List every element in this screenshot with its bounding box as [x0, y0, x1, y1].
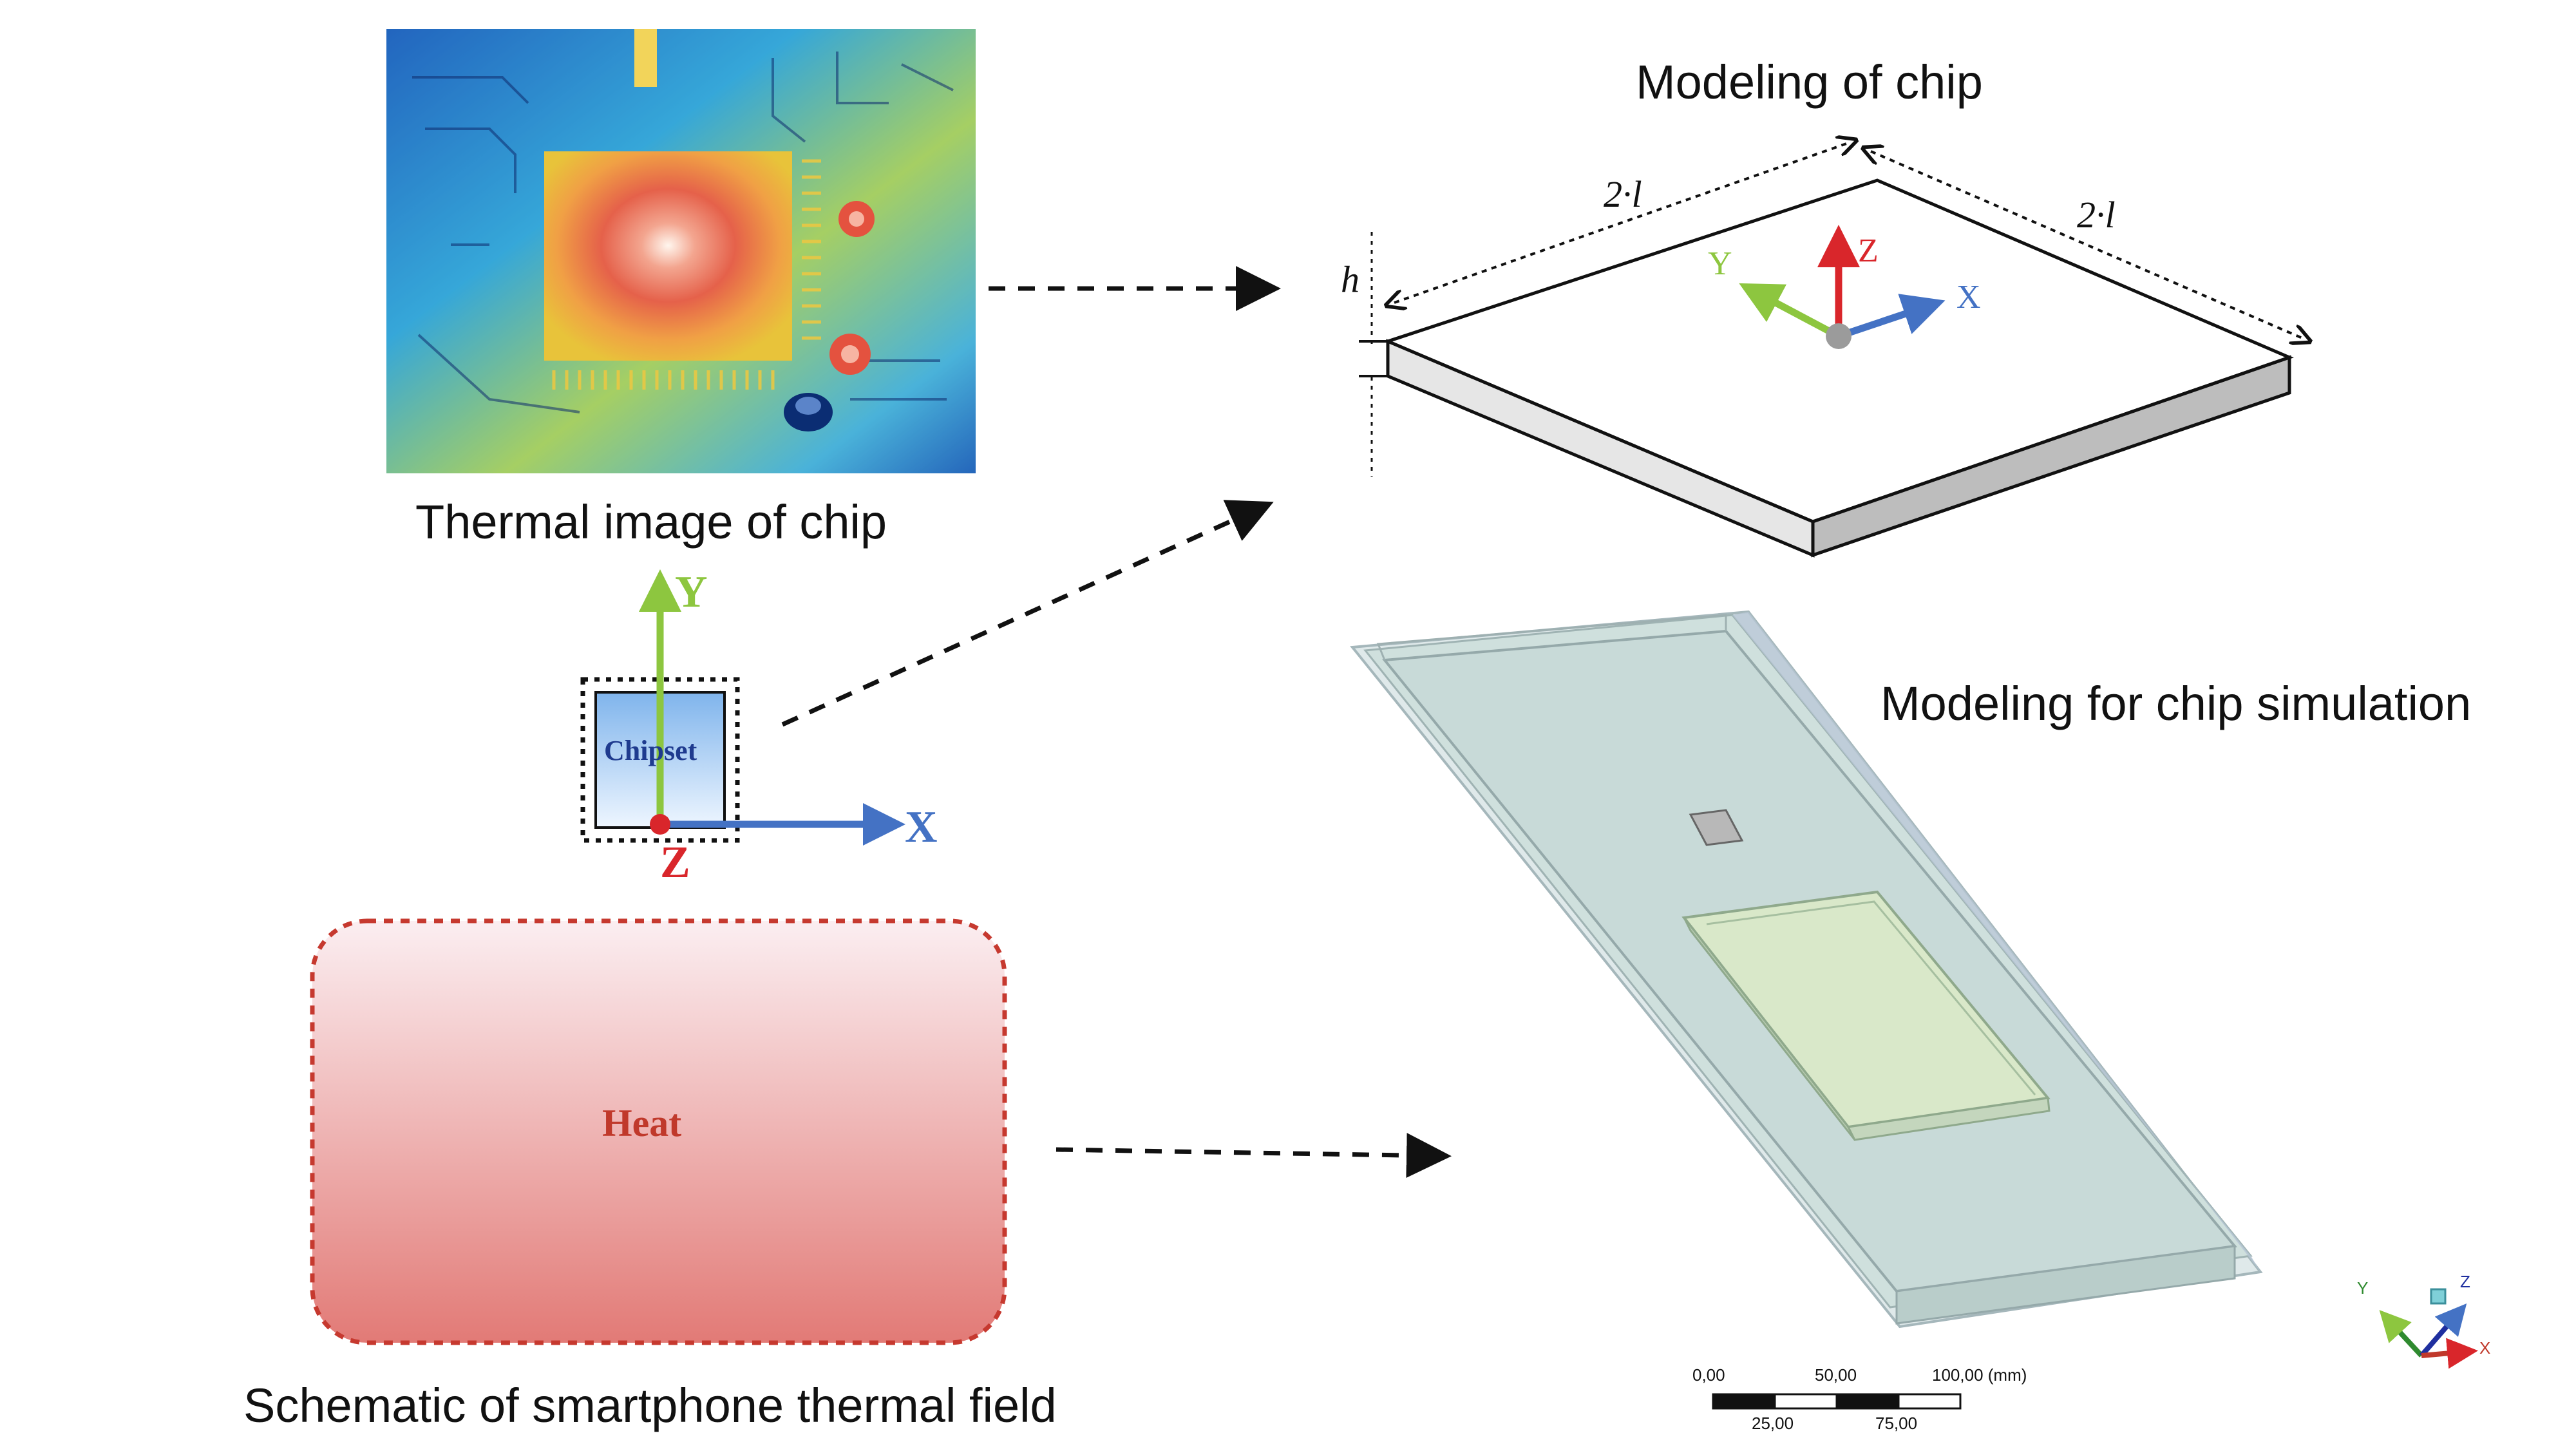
- triad-y-label: Y: [2357, 1278, 2369, 1298]
- chipset-axis-y-label: Y: [675, 567, 708, 617]
- scale-tick-75: 75,00: [1875, 1414, 1918, 1433]
- heat-region: [310, 918, 1007, 1345]
- chipset-label: Chipset: [604, 735, 697, 766]
- chip-model: [1359, 143, 2302, 558]
- chipset-diagram: [580, 569, 905, 846]
- dim-label-left: 2·l: [1604, 173, 1642, 215]
- scale-tick-100: 100,00 (mm): [1932, 1365, 2027, 1385]
- scale-tick-25: 25,00: [1752, 1414, 1794, 1433]
- heat-label: Heat: [602, 1102, 682, 1144]
- coordinate-triad: [2379, 1288, 2478, 1369]
- arrow-heat-to-simulation: [1056, 1133, 1452, 1179]
- dim-label-height: h: [1341, 258, 1359, 300]
- chipset-axis-x-label: X: [905, 802, 938, 852]
- chipset-origin-z: [650, 814, 670, 835]
- chip-axis-y-arrow: [1739, 283, 1841, 339]
- chip-axis-x-label: X: [1956, 279, 1981, 316]
- simulation-model: [1350, 610, 2263, 1329]
- dim-line-right: [1871, 151, 2302, 338]
- triad-z-label: Z: [2460, 1272, 2470, 1291]
- caption-modeling-chip: Modeling of chip: [1636, 55, 1983, 109]
- chipset-axis-z-label: Z: [660, 838, 690, 887]
- chipset-dotted-frame: [580, 677, 740, 843]
- dim-line-left: [1394, 143, 1848, 303]
- dim-label-right: 2·l: [2077, 194, 2116, 236]
- thermal-image: [386, 29, 976, 473]
- scale-tick-0: 0,00: [1692, 1365, 1725, 1385]
- chip-axis-z-label: Z: [1858, 232, 1879, 269]
- scale-bar: [1712, 1393, 1962, 1410]
- scale-tick-50: 50,00: [1815, 1365, 1857, 1385]
- chip-axis-y-label: Y: [1708, 245, 1732, 282]
- caption-thermal-image: Thermal image of chip: [415, 495, 887, 549]
- caption-modeling-simulation: Modeling for chip simulation: [1880, 677, 2472, 730]
- triad-x-label: X: [2479, 1338, 2491, 1358]
- chip-axis-x-arrow: [1837, 294, 1946, 340]
- chip-origin: [1826, 323, 1852, 349]
- sim-chip: [1689, 809, 1744, 846]
- caption-schematic: Schematic of smartphone thermal field: [243, 1379, 1057, 1432]
